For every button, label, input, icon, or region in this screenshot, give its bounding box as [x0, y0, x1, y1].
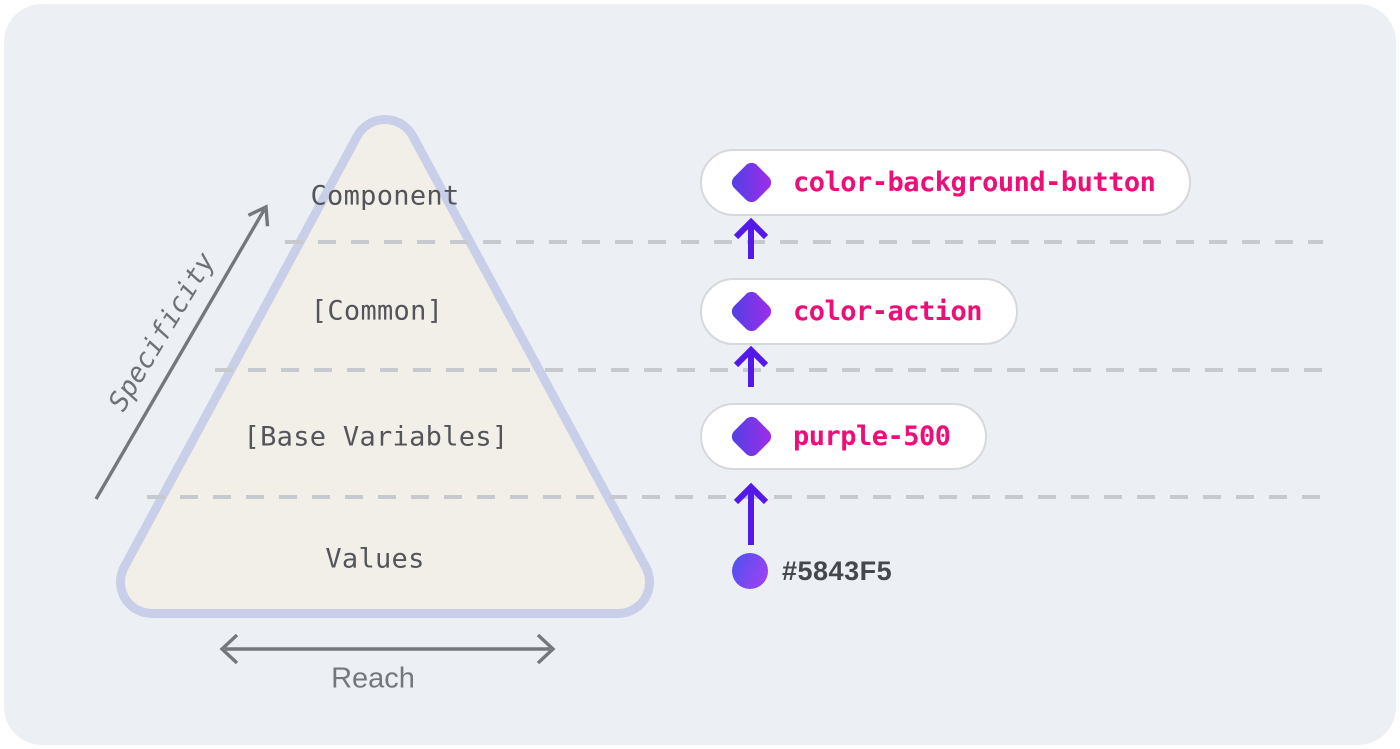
token-pill-label: color-background-button [793, 167, 1156, 198]
hex-value-label: #5843F5 [782, 555, 893, 586]
pyramid-level-common: [Common] [310, 295, 444, 327]
token-pill-component: color-background-button [700, 149, 1192, 216]
raw-value-row: #5843F5 [732, 553, 892, 589]
pyramid-level-values: Values [325, 543, 425, 575]
flow-arrow-common-to-component [733, 217, 769, 259]
specificity-arrow [94, 204, 270, 500]
color-swatch-circle-icon [732, 553, 768, 589]
reach-arrow [219, 633, 556, 665]
token-pill-common: color-action [700, 278, 1019, 345]
token-pill-base-variable: purple-500 [700, 403, 987, 470]
token-pill-label: purple-500 [793, 421, 951, 452]
pyramid-level-component: Component [310, 180, 460, 212]
token-pill-label: color-action [793, 296, 983, 327]
token-diamond-icon [731, 416, 772, 457]
pyramid-triangle [116, 115, 654, 618]
pyramid-level-base-variables: [Base Variables] [243, 421, 509, 453]
flow-arrow-base-to-common [733, 345, 769, 387]
token-diamond-icon [731, 162, 772, 203]
token-diamond-icon [731, 291, 772, 332]
reach-axis-label: Reach [331, 662, 415, 695]
flow-arrow-value-to-base [733, 482, 769, 545]
